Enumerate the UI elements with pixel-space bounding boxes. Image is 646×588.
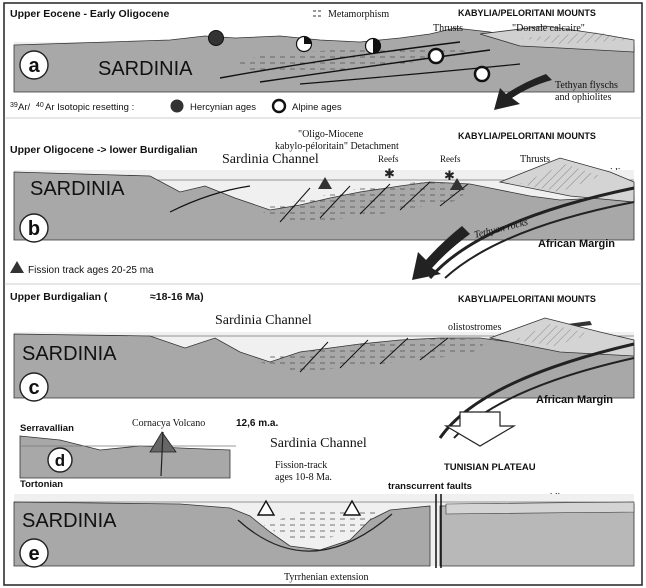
legend-alpine-label: Alpine ages xyxy=(292,102,342,113)
panel-b-african: African Margin xyxy=(538,238,615,250)
panel-e-fission-1: Fission-track xyxy=(275,460,327,471)
panel-d-age: 12,6 m.a. xyxy=(236,418,278,429)
isotope-prefix: Ar/ xyxy=(18,102,31,113)
panel-b-sardinia: SARDINIA xyxy=(30,178,125,200)
panel-a-thrusts: Thrusts xyxy=(433,23,463,34)
panel-b-title: Upper Oligocene -> lower Burdigalian xyxy=(10,144,198,156)
panel-d-tortonian: Tortonian xyxy=(20,479,63,490)
panel-c-title-post: ≈18-16 Ma) xyxy=(150,291,204,303)
metamorphism-label: Metamorphism xyxy=(328,9,389,20)
panel-e-transcurrent: transcurrent faults xyxy=(388,481,472,492)
panel-b-reef-star-1: ✱ xyxy=(384,166,395,181)
panel-b-reefs-2: Reefs xyxy=(440,154,461,164)
panel-d-cornacya: Cornacya Volcano xyxy=(132,418,205,429)
mixed-age-marker-2 xyxy=(366,39,381,54)
panel-a-dorsale: "Dorsale calcaire" xyxy=(512,23,585,34)
panel-a-kabylia-label: KABYLIA/PELORITANI MOUNTS xyxy=(458,8,596,18)
panel-c-olistostromes: olistostromes xyxy=(448,322,501,333)
panel-e-channel: Sardinia Channel xyxy=(270,436,367,451)
panel-b-kabylo-1: "Oligo-Miocene xyxy=(298,129,364,140)
isotope-sup-39: 39 xyxy=(10,102,18,109)
panel-b-fission-legend: Fission track ages 20-25 ma xyxy=(28,265,154,276)
panel-d-serravallian: Serravallian xyxy=(20,423,74,434)
alpine-age-marker-2 xyxy=(475,67,489,81)
panel-b-reef-star-2: ✱ xyxy=(444,168,455,183)
panel-b-kabylia: KABYLIA/PELORITANI MOUNTS xyxy=(458,131,596,141)
panel-c-kabylia: KABYLIA/PELORITANI MOUNTS xyxy=(458,294,596,304)
panel-a-tethyan-1: Tethyan flyschs xyxy=(555,80,618,91)
panel-c-channel: Sardinia Channel xyxy=(215,313,312,328)
svg-text:✱: ✱ xyxy=(384,166,395,181)
alpine-age-marker-1 xyxy=(429,49,443,63)
panel-c-letter: c xyxy=(28,377,39,399)
legend-hercynian-icon xyxy=(171,100,184,113)
hercynian-age-marker xyxy=(209,31,224,46)
panel-e-tunisian: TUNISIAN PLATEAU xyxy=(444,462,536,473)
panel-e-numidian-nappe xyxy=(446,502,634,514)
panel-b-letter: b xyxy=(28,218,40,240)
panel-b-reefs-1: Reefs xyxy=(378,154,399,164)
mixed-age-marker-1 xyxy=(297,37,312,52)
panel-a-tethyan-2: and ophiolites xyxy=(555,92,611,103)
svg-text:✱: ✱ xyxy=(444,168,455,183)
panel-e-fission-2: ages 10-8 Ma. xyxy=(275,472,332,483)
panel-c-title-pre: Upper Burdigalian ( xyxy=(10,291,108,303)
isotope-sup-40: 40 xyxy=(36,102,44,109)
legend-alpine-icon xyxy=(273,100,285,112)
panel-e-letter: e xyxy=(28,543,39,565)
isotope-suffix: Ar Isotopic resetting : xyxy=(45,102,134,113)
panel-c-sardinia: SARDINIA xyxy=(22,343,117,365)
panel-e-sardinia: SARDINIA xyxy=(22,510,117,532)
panel-a-letter: a xyxy=(28,55,40,77)
panel-b-kabylo-2: kabylo-péloritain" Detachment xyxy=(275,141,399,152)
panel-d-letter: d xyxy=(55,451,65,470)
legend-hercynian-label: Hercynian ages xyxy=(190,102,256,113)
panel-b-channel: Sardinia Channel xyxy=(222,152,319,167)
panel-a-sardinia: SARDINIA xyxy=(98,58,193,80)
panel-a-title: Upper Eocene - Early Oligocene xyxy=(10,8,169,20)
panel-e-tyrrhenian: Tyrrhenian extension xyxy=(284,572,369,583)
panel-c-african: African Margin xyxy=(536,394,613,406)
